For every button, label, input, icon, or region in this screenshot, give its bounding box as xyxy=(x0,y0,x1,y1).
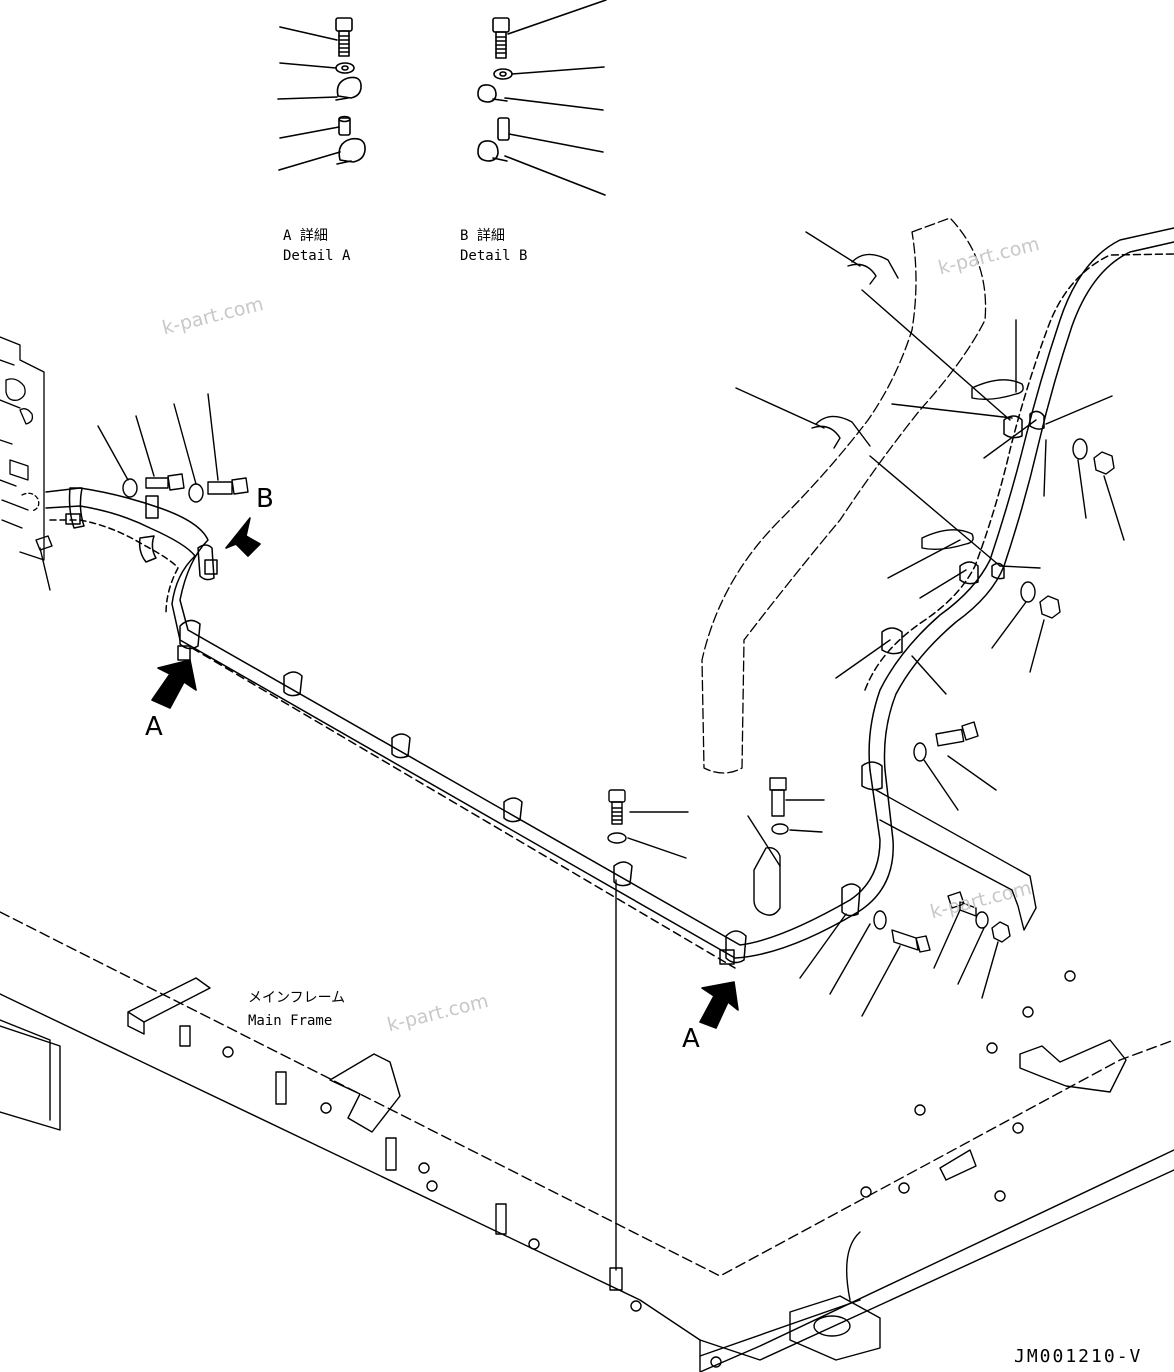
clamp-icon xyxy=(882,628,902,654)
clamp-icon xyxy=(178,620,200,660)
pipe-clamps xyxy=(66,411,1044,964)
washer-icon xyxy=(494,69,512,79)
plate-icon xyxy=(972,380,1023,400)
center-bolt xyxy=(608,790,688,1290)
drawing-code: JM001210-V xyxy=(1014,1346,1143,1367)
spacer-icon xyxy=(498,118,509,140)
main-frame-label-jp: メインフレーム xyxy=(248,990,346,1006)
clamp-icon xyxy=(478,85,507,102)
clamp-icon xyxy=(1004,411,1044,437)
bolt-icon xyxy=(936,722,978,746)
view-letter-a-right: A xyxy=(682,1024,700,1054)
clamp-icon xyxy=(842,884,860,916)
nut-icon xyxy=(1094,452,1114,474)
detail-b-title-en: Detail B xyxy=(460,248,528,264)
plate-icon xyxy=(922,530,973,550)
clamp-icon xyxy=(337,139,365,164)
spacer-icon xyxy=(339,117,350,136)
main-frame xyxy=(0,912,1174,1372)
left-joint-fasteners xyxy=(36,394,248,590)
hydraulic-pipe xyxy=(46,228,1174,968)
spacer-icon xyxy=(36,536,52,550)
clamp-icon xyxy=(478,141,507,161)
bolt-icon xyxy=(336,18,352,56)
washer-icon xyxy=(772,824,788,834)
engine-block xyxy=(0,337,44,560)
bolt-icon xyxy=(770,778,786,816)
washer-icon xyxy=(1073,439,1087,459)
detail-a-exploded-view xyxy=(278,18,365,170)
view-arrow-icon xyxy=(226,518,260,556)
bolt-icon xyxy=(146,474,184,490)
washer-icon xyxy=(1021,582,1035,602)
stud-icon xyxy=(180,971,1075,1367)
washer-icon xyxy=(336,63,354,73)
bracket-icon xyxy=(876,790,1036,930)
detail-b-exploded-view xyxy=(478,0,606,195)
washer-icon xyxy=(189,484,203,502)
clamp-icon xyxy=(862,762,882,790)
clamp-icon xyxy=(504,798,522,822)
clamp-icon xyxy=(392,734,410,758)
clamp-icon xyxy=(140,496,158,562)
clamp-icon xyxy=(66,488,84,528)
washer-icon xyxy=(914,743,926,761)
bolt-icon xyxy=(493,18,509,58)
bolt-icon xyxy=(208,478,248,494)
washer-icon xyxy=(123,479,137,497)
u-bolt-icon xyxy=(812,416,870,448)
clamp-icon xyxy=(336,77,361,100)
nut-icon xyxy=(1040,596,1060,618)
detail-a-title-en: Detail A xyxy=(283,248,351,264)
bracket-icon xyxy=(754,848,780,915)
washer-icon xyxy=(976,912,988,928)
u-bolt-icon xyxy=(848,254,898,284)
right-upper-hardware xyxy=(736,232,1124,694)
view-arrow-icon xyxy=(700,982,738,1028)
nut-icon xyxy=(992,922,1010,942)
duct-outline xyxy=(702,218,986,773)
clamp-icon xyxy=(198,545,217,580)
detail-b-title-jp: B 詳細 xyxy=(460,228,505,244)
washer-icon xyxy=(608,833,626,843)
washer-icon xyxy=(874,911,886,929)
right-lower-hardware xyxy=(748,722,1036,1016)
view-arrow-icon xyxy=(152,660,196,708)
view-letter-b: B xyxy=(256,484,274,514)
view-letter-a-left: A xyxy=(145,712,163,742)
bolt-icon xyxy=(892,930,930,952)
detail-a-title-jp: A 詳細 xyxy=(283,228,328,244)
bolt-icon xyxy=(948,892,976,916)
clamp-icon xyxy=(720,931,746,964)
clamp-icon xyxy=(284,672,302,696)
main-frame-label-en: Main Frame xyxy=(248,1013,333,1029)
